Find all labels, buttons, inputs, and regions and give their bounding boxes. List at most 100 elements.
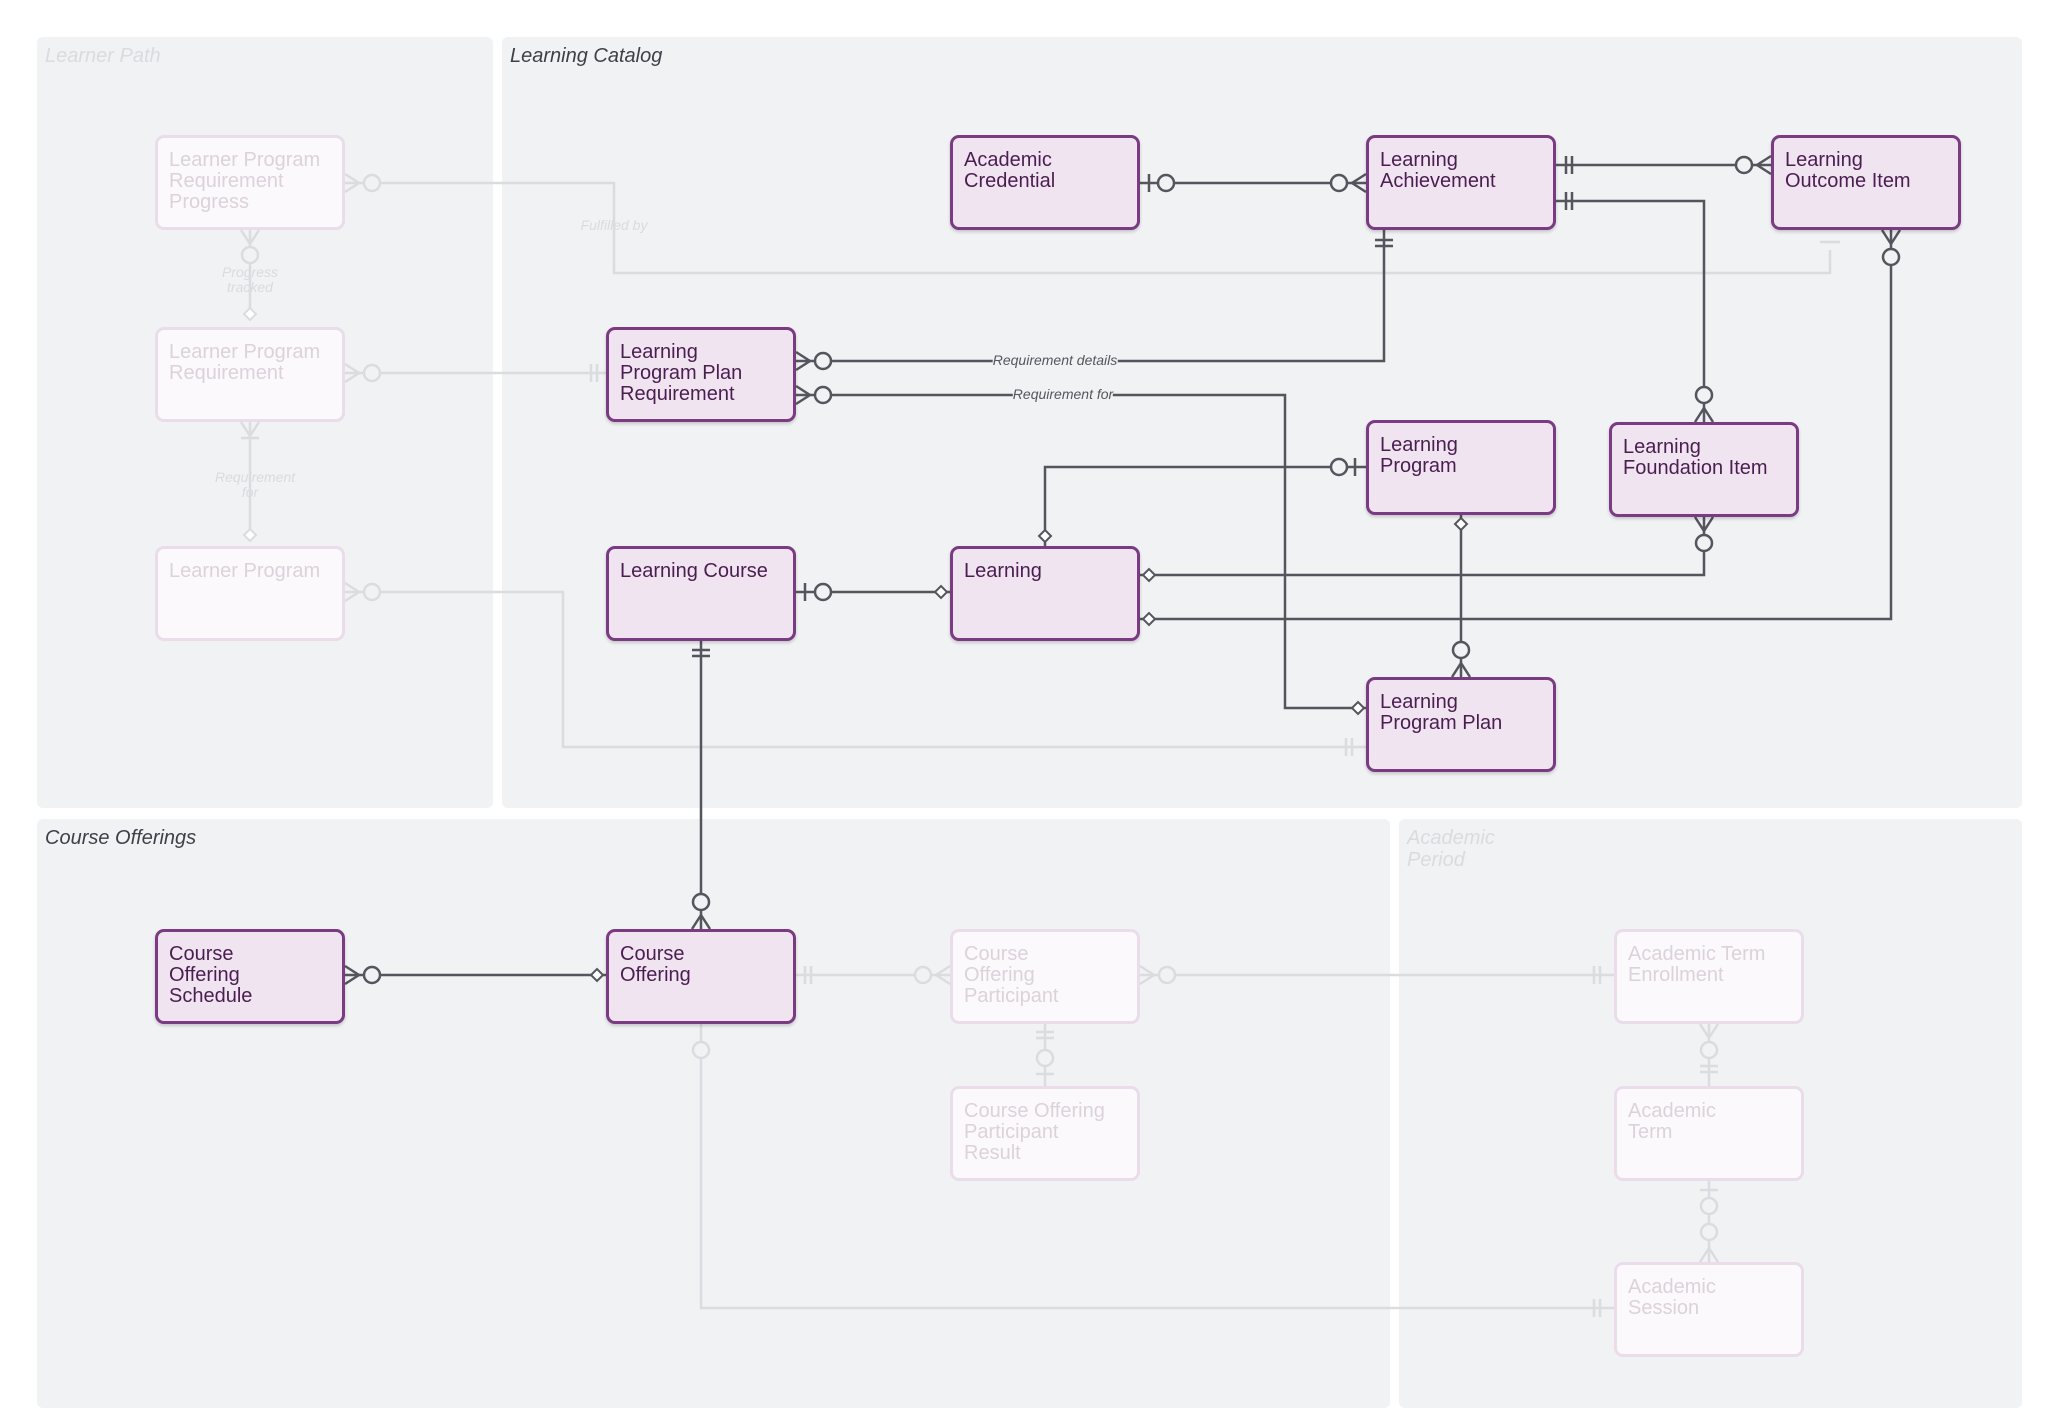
edge-label-fulfilled-by: Fulfilled by [580, 217, 648, 233]
crowfoot-marker [1698, 1023, 1720, 1041]
edge-label-requirement-for-faded: Requirement for [215, 469, 296, 500]
group-title: Course Offerings [45, 827, 197, 849]
optional-marker [1329, 173, 1349, 193]
entity-academic-session[interactable]: Academic Session [1614, 1262, 1804, 1357]
edge-learning-program [1043, 465, 1366, 546]
edge-learning-foundation [1140, 517, 1706, 577]
optional-marker [362, 965, 382, 985]
group-title: Learning Catalog [510, 45, 663, 67]
entity-learning-program-plan[interactable]: Learning Program Plan [1366, 677, 1556, 772]
optional-marker [362, 363, 382, 383]
optional-marker [1734, 155, 1754, 175]
entity-label: Course Offering Schedule [169, 943, 253, 1007]
crowfoot-marker [344, 362, 362, 384]
entity-label: Learning Program Plan [1380, 691, 1503, 734]
crowfoot-marker [933, 964, 951, 986]
group-title: Academic Period [1407, 827, 1495, 871]
entity-learning-outcome-item[interactable]: Learning Outcome Item [1771, 135, 1961, 230]
entity-label: Academic Credential [964, 149, 1056, 192]
optional-marker [1694, 385, 1714, 405]
group-course-offerings: Course Offerings [37, 819, 1390, 1408]
entity-course-offering-schedule[interactable]: Course Offering Schedule [155, 929, 345, 1024]
entity-learner-program-requirement-progress[interactable]: Learner Program Requirement Progress [155, 135, 345, 230]
entity-learning-program-plan-requirement[interactable]: Learning Program Plan Requirement [606, 327, 796, 422]
entity-learner-program-requirement[interactable]: Learner Program Requirement [155, 327, 345, 422]
edge-co-as [699, 1024, 1614, 1310]
entity-label: Learner Program [169, 560, 321, 582]
optional-marker [813, 582, 833, 602]
entity-label: Academic Term [1628, 1100, 1716, 1143]
optional-marker [1329, 457, 1349, 477]
crowfoot-marker [1693, 405, 1715, 423]
entity-learning-program[interactable]: Learning Program [1366, 420, 1556, 515]
optional-marker [913, 965, 933, 985]
diamond-marker [242, 306, 258, 322]
optional-marker [362, 173, 382, 193]
entity-learning-foundation-item[interactable]: Learning Foundation Item [1609, 422, 1799, 517]
diamond-marker [1141, 567, 1157, 583]
crowfoot-marker [239, 421, 261, 439]
optional-marker [1699, 1196, 1719, 1216]
diamond-marker [1037, 528, 1053, 544]
entity-academic-term-enrollment[interactable]: Academic Term Enrollment [1614, 929, 1804, 1024]
entity-label: Course Offering Participant [964, 943, 1059, 1007]
optional-marker [1157, 965, 1177, 985]
optional-marker [240, 245, 260, 265]
diamond-marker [1453, 516, 1469, 532]
entity-academic-term[interactable]: Academic Term [1614, 1086, 1804, 1181]
entity-label: Learning Outcome Item [1785, 149, 1911, 192]
entity-learning-achievement[interactable]: Learning Achievement [1366, 135, 1556, 230]
diamond-marker [1141, 611, 1157, 627]
crowfoot-marker [344, 964, 362, 986]
edge-label-progress-tracked: Progress tracked [221, 264, 279, 295]
entity-label: Learning Foundation Item [1623, 436, 1768, 479]
entity-academic-credential[interactable]: Academic Credential [950, 135, 1140, 230]
optional-marker [362, 582, 382, 602]
crowfoot-marker [690, 912, 712, 930]
entity-learning[interactable]: Learning [950, 546, 1140, 641]
crowfoot-marker [344, 581, 362, 603]
optional-marker [691, 892, 711, 912]
optional-marker [1699, 1040, 1719, 1060]
entity-label: Course Offering [620, 943, 691, 986]
diamond-marker [242, 527, 258, 543]
entity-course-offering-participant-result[interactable]: Course Offering Participant Result [950, 1086, 1140, 1181]
edge-label-requirement-for: Requirement for [1012, 386, 1114, 402]
entity-label: Learning Achievement [1380, 149, 1496, 192]
crowfoot-marker [344, 172, 362, 194]
optional-marker [813, 385, 833, 405]
optional-marker [691, 1040, 711, 1060]
crowfoot-marker [1450, 660, 1472, 678]
optional-marker [1694, 533, 1714, 553]
crowfoot-marker [1754, 154, 1772, 176]
entity-course-offering-participant[interactable]: Course Offering Participant [950, 929, 1140, 1024]
optional-marker [1699, 1222, 1719, 1242]
edge-learning-outcome [1140, 230, 1893, 621]
optional-marker [1156, 173, 1176, 193]
entity-label: Academic Session [1628, 1276, 1716, 1319]
crowfoot-marker [1139, 964, 1157, 986]
diamond-marker [589, 967, 605, 983]
optional-marker [813, 351, 833, 371]
entity-label: Learning Program [1380, 434, 1458, 477]
crowfoot-marker [1349, 172, 1367, 194]
crowfoot-marker [1693, 516, 1715, 534]
entity-course-offering[interactable]: Course Offering [606, 929, 796, 1024]
diamond-marker [933, 584, 949, 600]
edge-lprp-outcome [345, 181, 1832, 275]
crowfoot-marker [1880, 229, 1902, 247]
entity-label: Academic Term Enrollment [1628, 943, 1766, 986]
entity-label: Learner Program Requirement Progress [169, 149, 321, 213]
entity-label: Learner Program Requirement [169, 341, 321, 384]
crowfoot-marker [795, 350, 813, 372]
entity-label: Learning [964, 560, 1042, 582]
entity-learning-course[interactable]: Learning Course [606, 546, 796, 641]
crowfoot-marker [1698, 1245, 1720, 1263]
edge-lppr-achievement [796, 230, 1386, 363]
diamond-marker [1350, 700, 1366, 716]
entity-learner-program[interactable]: Learner Program [155, 546, 345, 641]
optional-marker [1881, 247, 1901, 267]
optional-marker [1035, 1048, 1055, 1068]
